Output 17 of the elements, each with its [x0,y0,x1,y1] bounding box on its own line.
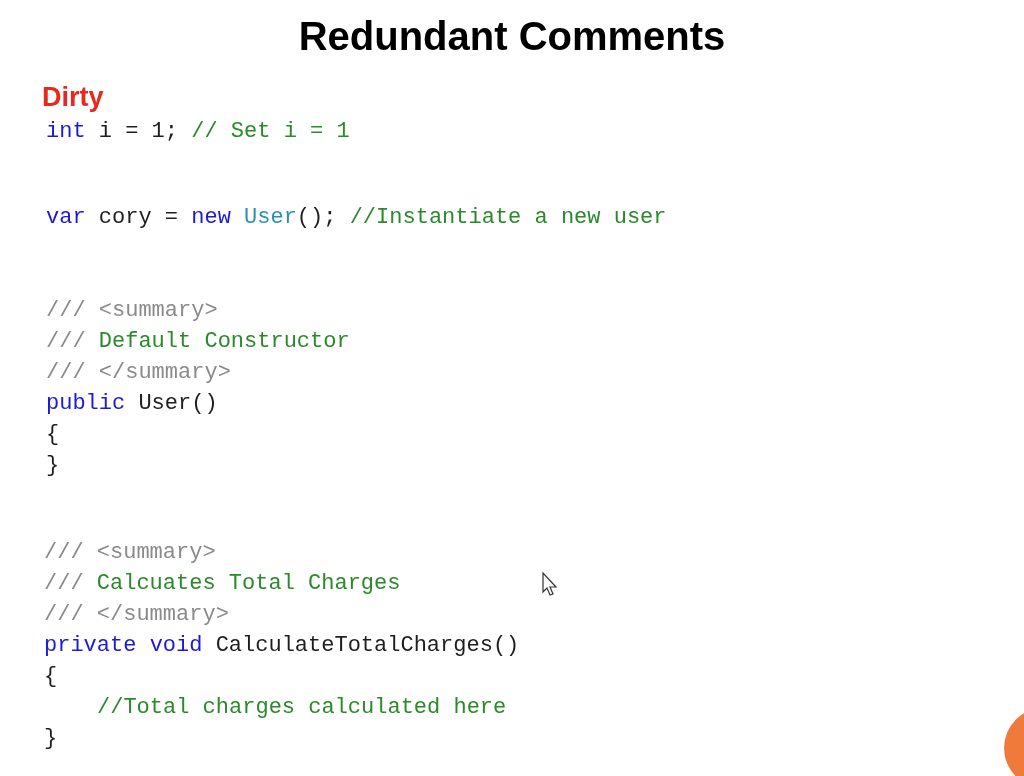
code-line: /// </summary> [46,360,231,386]
code-line: } [46,453,60,479]
code-line: { [44,664,58,690]
code-line: public User() [46,391,218,417]
code-line: } [44,726,58,752]
code-line: int i = 1; // Set i = 1 [46,119,350,145]
section-heading: Dirty [42,82,104,113]
code-line: { [46,422,60,448]
code-line: private void CalculateTotalCharges() [44,633,520,659]
code-line: var cory = new User(); //Instantiate a new user [46,205,667,231]
code-line: /// </summary> [44,602,229,628]
code-line: //Total charges calculated here [97,695,507,721]
code-line: /// <summary> [46,298,218,324]
slide-title: Redundant Comments [297,14,727,59]
code-line: /// <summary> [44,540,216,566]
code-line: /// Calcuates Total Charges [44,571,401,597]
code-line: /// Default Constructor [46,329,350,355]
